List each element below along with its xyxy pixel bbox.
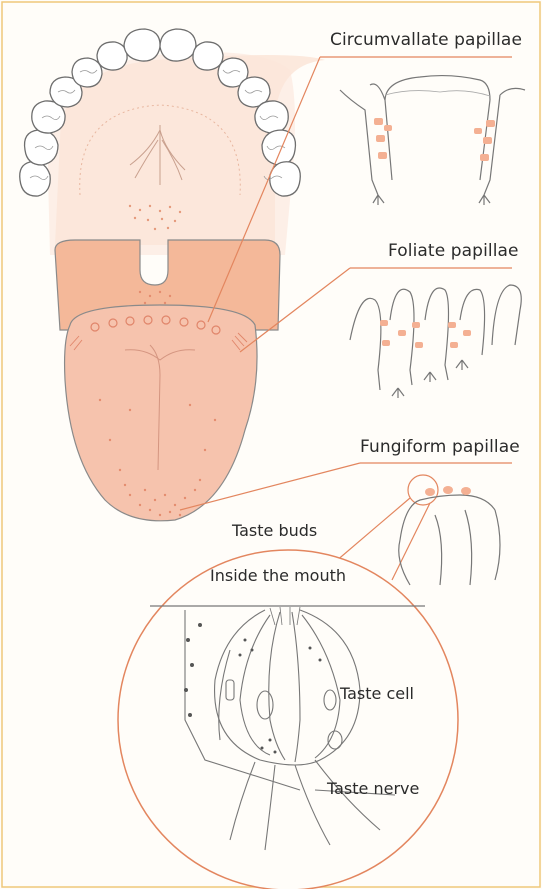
foliate-papillae-label: Foliate papillae	[388, 243, 519, 260]
taste-nerve-label: Taste nerve	[327, 781, 419, 797]
fungiform-papillae-label: Fungiform papillae	[360, 439, 520, 456]
circumvallate-papillae-label: Circumvallate papillae	[330, 32, 522, 49]
taste-cell-label: Taste cell	[340, 686, 414, 702]
taste-buds-label: Taste buds	[232, 523, 317, 539]
foliate-taste-buds	[380, 320, 471, 348]
fungiform-taste-buds	[425, 486, 471, 496]
taste-bud-detail-icon	[118, 550, 458, 889]
fungiform-papillae-icon	[399, 495, 500, 585]
circumvallate-taste-buds	[374, 118, 495, 161]
inside-the-mouth-label: Inside the mouth	[210, 568, 346, 584]
tongue-icon	[55, 240, 280, 521]
circumvallate-papillae-icon	[340, 76, 525, 205]
foliate-papillae-icon	[350, 285, 521, 398]
